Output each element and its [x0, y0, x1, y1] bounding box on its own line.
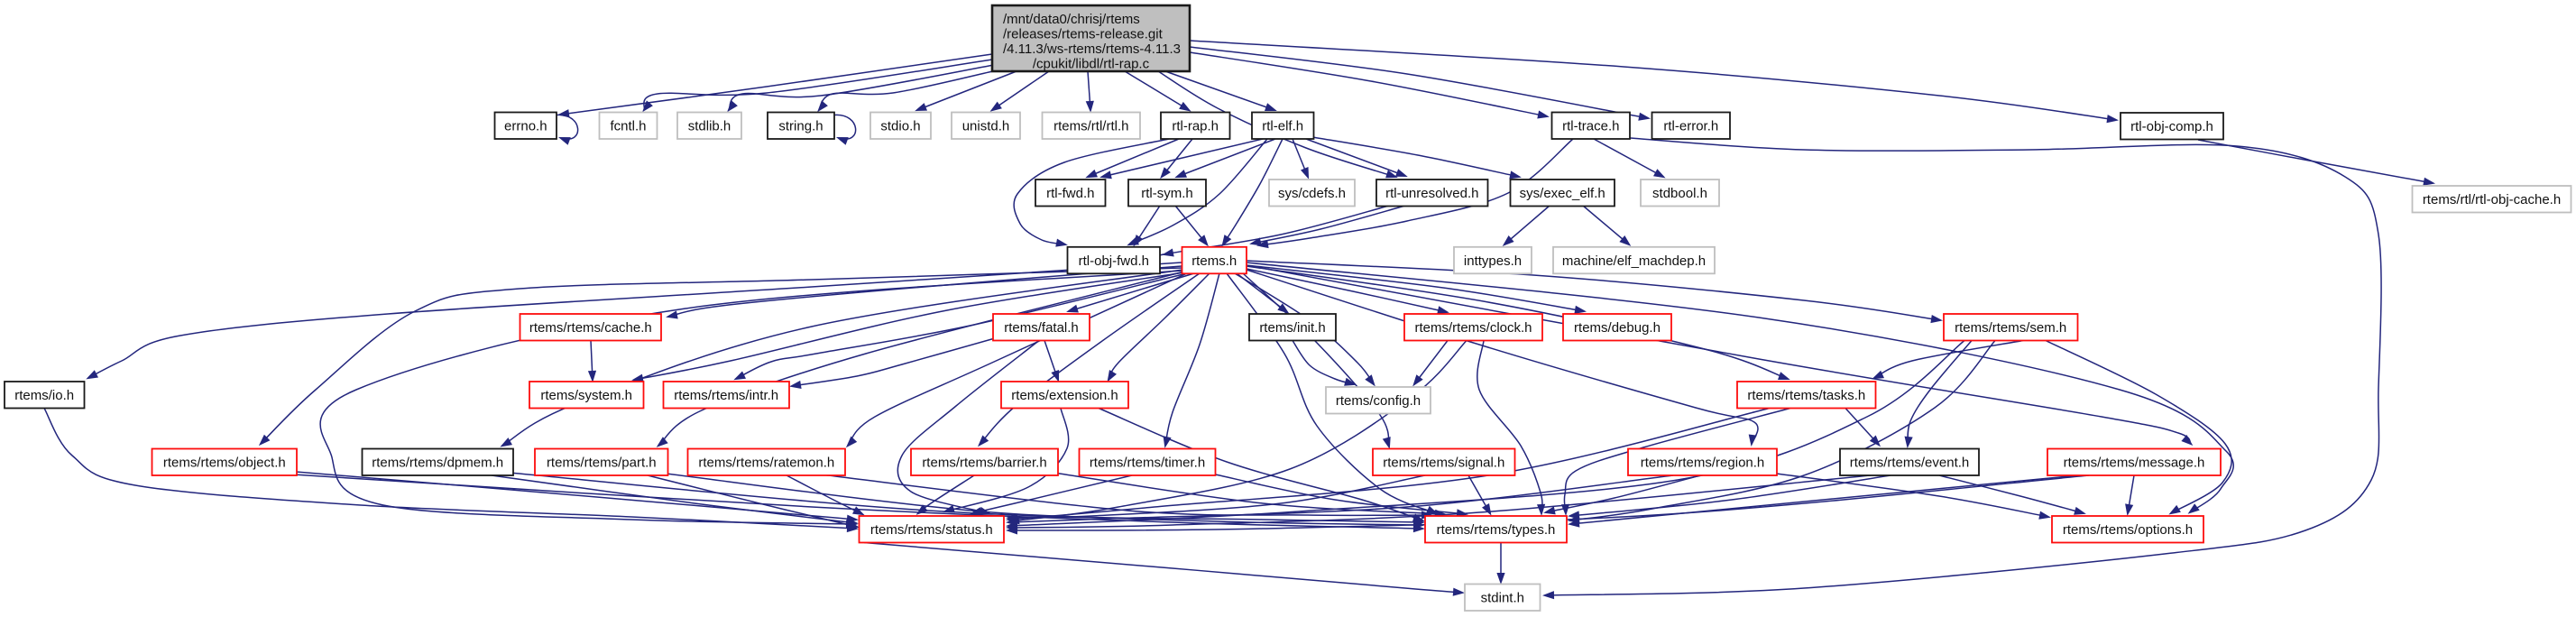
svg-text:rtl-fwd.h: rtl-fwd.h: [1046, 186, 1094, 201]
svg-text:stdlib.h: stdlib.h: [688, 118, 731, 134]
svg-text:unistd.h: unistd.h: [962, 118, 1010, 134]
svg-text:rtems/rtems/sem.h: rtems/rtems/sem.h: [1955, 320, 2066, 336]
svg-text:/mnt/data0/chrisj/rtems: /mnt/data0/chrisj/rtems: [1003, 12, 1140, 27]
svg-text:rtl-unresolved.h: rtl-unresolved.h: [1385, 186, 1478, 201]
svg-text:rtems/rtems/clock.h: rtems/rtems/clock.h: [1414, 320, 1532, 336]
svg-text:sys/exec_elf.h: sys/exec_elf.h: [1520, 186, 1605, 201]
svg-text:inttypes.h: inttypes.h: [1464, 253, 1522, 269]
svg-text:rtl-rap.h: rtl-rap.h: [1172, 118, 1219, 134]
svg-text:rtems/rtems/tasks.h: rtems/rtems/tasks.h: [1747, 388, 1865, 403]
svg-text:rtems/rtems/part.h: rtems/rtems/part.h: [547, 456, 657, 471]
svg-text:rtems/rtems/timer.h: rtems/rtems/timer.h: [1090, 456, 1205, 471]
svg-text:rtl-error.h: rtl-error.h: [1663, 118, 1718, 134]
svg-text:rtems/system.h: rtems/system.h: [540, 388, 632, 403]
svg-text:errno.h: errno.h: [504, 118, 547, 134]
svg-text:rtl-obj-fwd.h: rtl-obj-fwd.h: [1079, 253, 1149, 269]
svg-text:rtl-sym.h: rtl-sym.h: [1141, 186, 1193, 201]
svg-text:rtl-obj-comp.h: rtl-obj-comp.h: [2130, 119, 2213, 134]
svg-text:rtems/rtems/options.h: rtems/rtems/options.h: [2063, 522, 2193, 538]
svg-text:rtems/rtems/object.h: rtems/rtems/object.h: [163, 456, 286, 471]
svg-text:rtems/rtems/dpmem.h: rtems/rtems/dpmem.h: [372, 456, 503, 471]
svg-text:rtems/rtems/event.h: rtems/rtems/event.h: [1850, 456, 1970, 471]
svg-text:rtems/debug.h: rtems/debug.h: [1574, 320, 1661, 336]
svg-text:stdint.h: stdint.h: [1481, 591, 1524, 606]
svg-text:rtl-elf.h: rtl-elf.h: [1262, 118, 1303, 134]
svg-text:stdbool.h: stdbool.h: [1652, 186, 1707, 201]
svg-text:rtems/rtl/rtl-obj-cache.h: rtems/rtl/rtl-obj-cache.h: [2423, 192, 2561, 207]
svg-text:rtems/rtems/signal.h: rtems/rtems/signal.h: [1383, 456, 1504, 471]
svg-text:string.h: string.h: [778, 118, 823, 134]
svg-text:rtems/rtems/message.h: rtems/rtems/message.h: [2064, 456, 2205, 471]
svg-text:rtems/fatal.h: rtems/fatal.h: [1004, 320, 1079, 336]
svg-text:rtems/extension.h: rtems/extension.h: [1011, 388, 1118, 403]
svg-text:/releases/rtems-release.git: /releases/rtems-release.git: [1003, 27, 1164, 42]
svg-text:rtems/rtems/region.h: rtems/rtems/region.h: [1641, 456, 1765, 471]
svg-text:rtems/rtems/status.h: rtems/rtems/status.h: [870, 522, 993, 538]
svg-text:rtems.h: rtems.h: [1191, 253, 1237, 269]
svg-text:sys/cdefs.h: sys/cdefs.h: [1278, 186, 1346, 201]
svg-text:rtems/rtems/barrier.h: rtems/rtems/barrier.h: [922, 456, 1046, 471]
svg-text:rtl-trace.h: rtl-trace.h: [1562, 118, 1619, 134]
svg-text:rtems/rtems/ratemon.h: rtems/rtems/ratemon.h: [698, 456, 834, 471]
svg-text:rtems/rtems/cache.h: rtems/rtems/cache.h: [529, 320, 652, 336]
svg-text:fcntl.h: fcntl.h: [610, 118, 646, 134]
svg-text:rtems/init.h: rtems/init.h: [1259, 320, 1325, 336]
svg-text:machine/elf_machdep.h: machine/elf_machdep.h: [1562, 253, 1706, 269]
svg-text:rtems/io.h: rtems/io.h: [14, 388, 74, 403]
svg-text:rtems/config.h: rtems/config.h: [1336, 393, 1421, 409]
svg-text:rtems/rtems/types.h: rtems/rtems/types.h: [1437, 522, 1556, 538]
svg-text:rtems/rtl/rtl.h: rtems/rtl/rtl.h: [1053, 118, 1128, 134]
svg-text:/cpukit/libdl/rtl-rap.c: /cpukit/libdl/rtl-rap.c: [1033, 57, 1150, 72]
svg-text:stdio.h: stdio.h: [880, 118, 920, 134]
svg-text:/4.11.3/ws-rtems/rtems-4.11.3: /4.11.3/ws-rtems/rtems-4.11.3: [1003, 41, 1181, 57]
svg-text:rtems/rtems/intr.h: rtems/rtems/intr.h: [674, 388, 778, 403]
